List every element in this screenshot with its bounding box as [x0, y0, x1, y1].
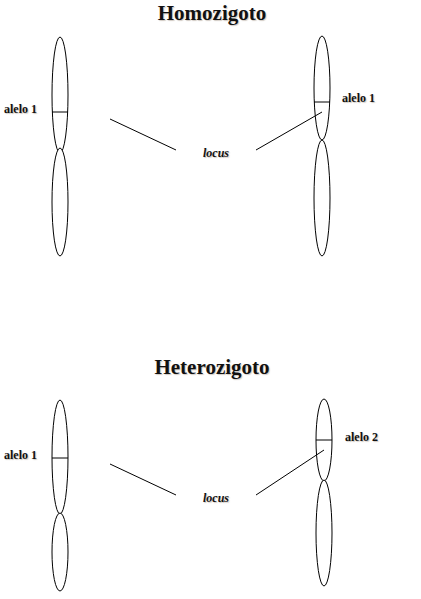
leader-line	[256, 450, 324, 495]
allele-label: alelo 1	[4, 449, 37, 462]
chromosome-arm	[52, 513, 68, 591]
section-title: Heterozigoto	[154, 356, 269, 379]
chromosome-arm	[52, 148, 68, 256]
locus-label: locus	[203, 492, 229, 505]
chromosome-arm	[314, 36, 330, 140]
allele-band	[316, 440, 332, 441]
section-title: Homozigoto	[158, 2, 266, 25]
allele-label: alelo 2	[345, 431, 378, 444]
chromosome-arm	[52, 400, 68, 514]
chromosome-arm	[316, 399, 332, 481]
locus-label: locus	[203, 147, 229, 160]
leader-line	[110, 119, 176, 150]
leader-line	[110, 464, 176, 495]
chromosome-arm	[52, 37, 68, 153]
allele-label: alelo 1	[4, 103, 37, 116]
chromosome-arm	[314, 140, 330, 256]
allele-band	[314, 102, 330, 103]
leader-line	[256, 112, 322, 150]
allele-band	[52, 112, 68, 113]
allele-band	[52, 458, 68, 459]
allele-label: alelo 1	[342, 92, 375, 105]
chromosome-arm	[316, 480, 332, 586]
